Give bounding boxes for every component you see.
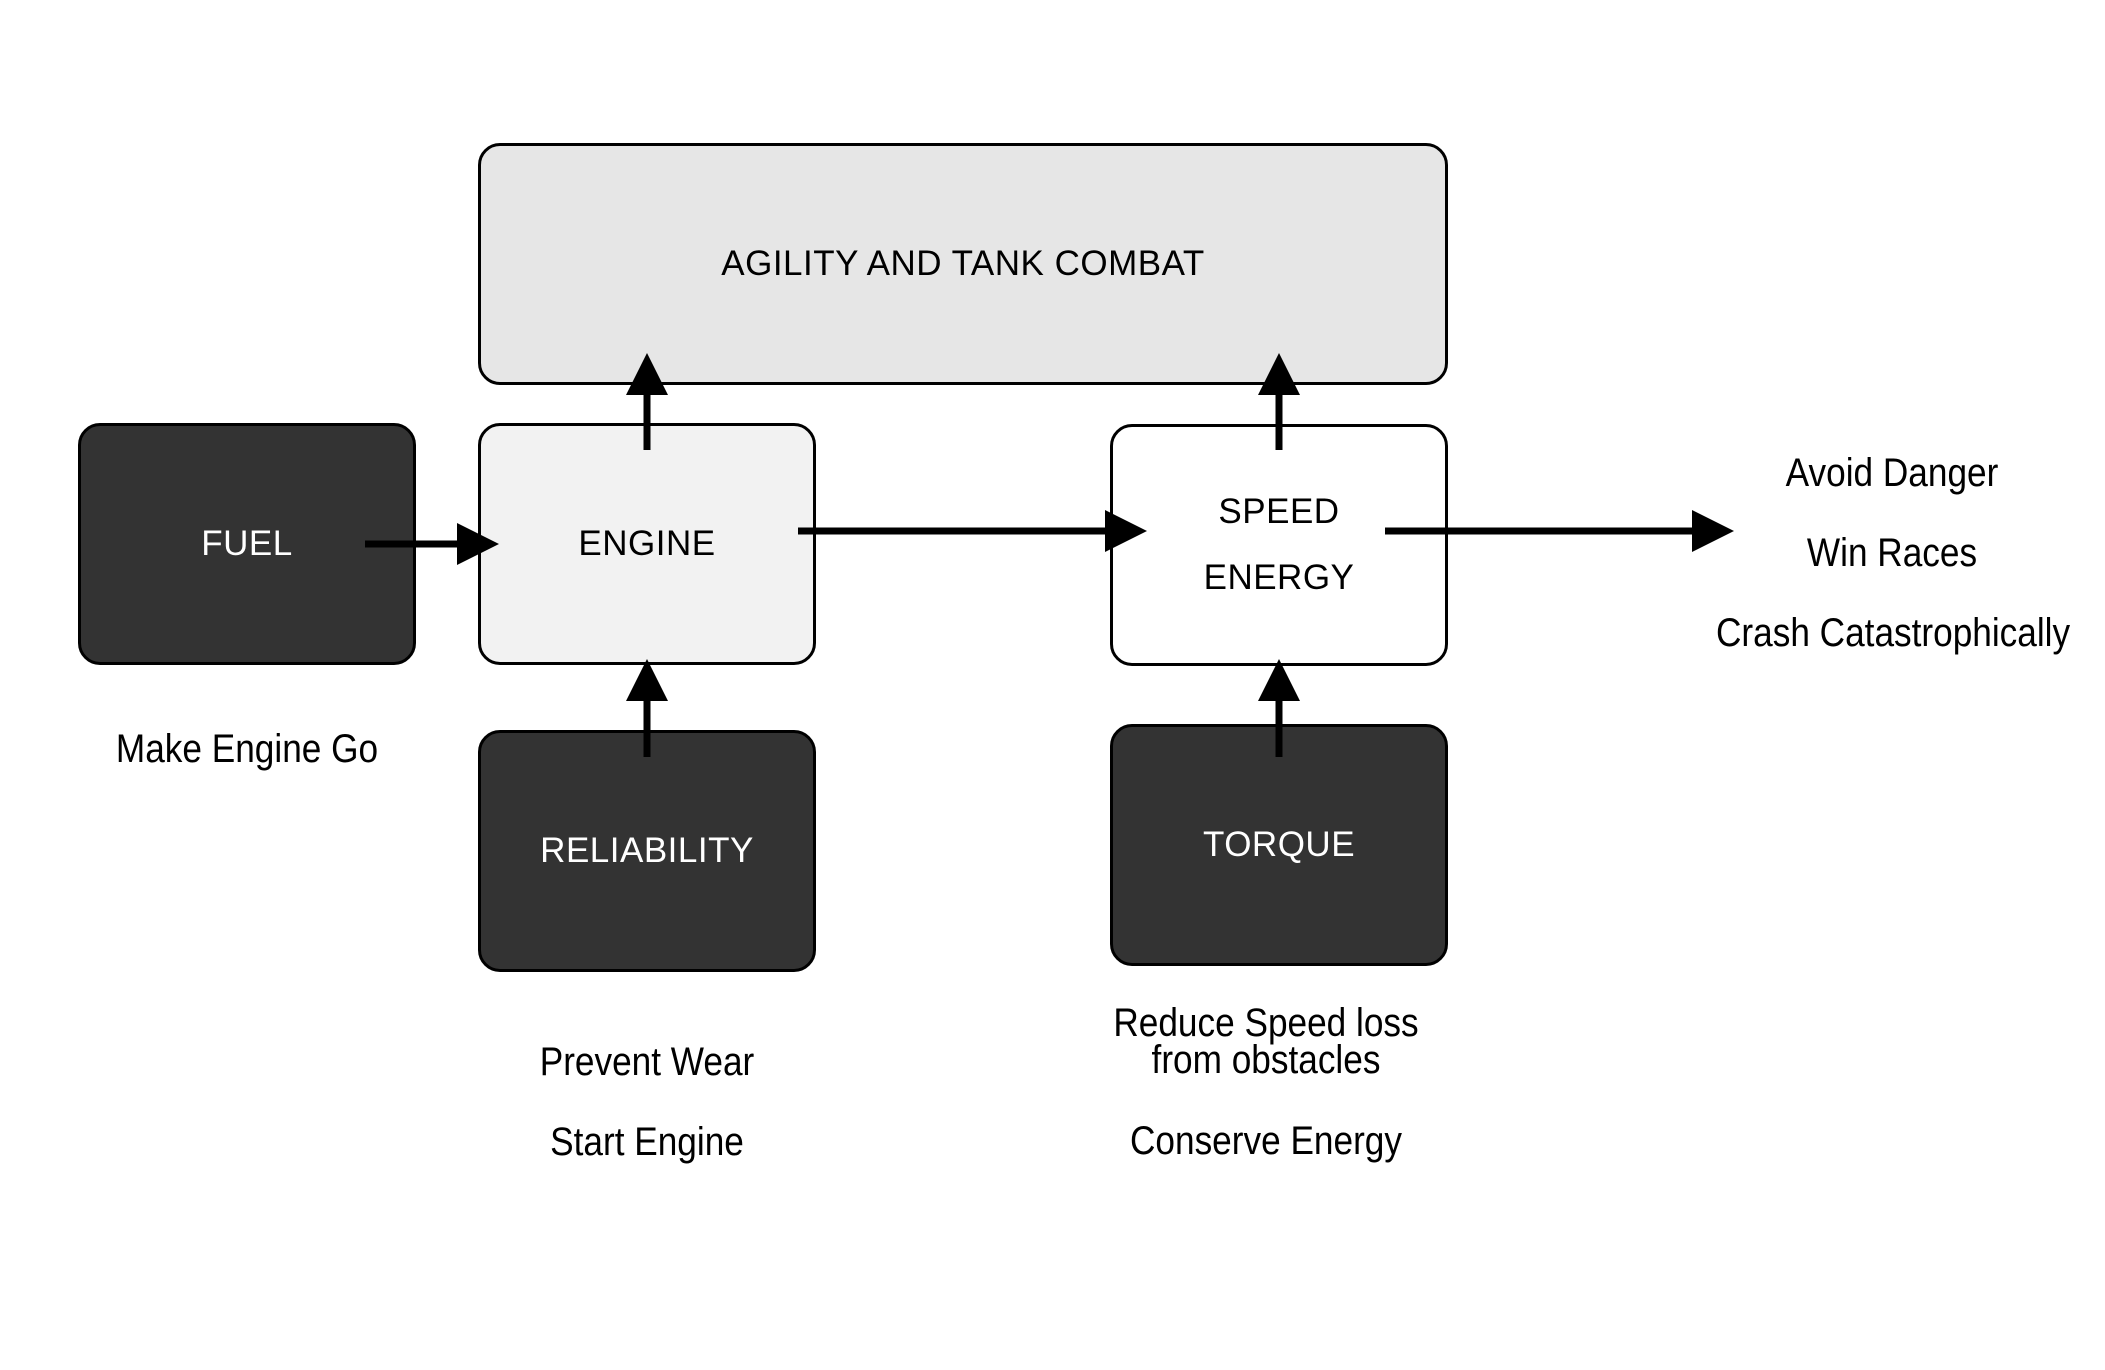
torque-note-line-1: Reduce Speed loss [1113, 1001, 1419, 1045]
agility-tank-combat-box: AGILITY AND TANK COMBAT [478, 143, 1448, 385]
torque-note: Reduce Speed loss from obstacles Conserv… [1090, 1001, 1442, 1163]
fuel-box: FUEL [78, 423, 416, 665]
outcome-note-line-3: Crash Catastrophically [1716, 611, 2071, 655]
reliability-note-line-2: Start Engine [550, 1120, 744, 1164]
outcome-note-line-2: Win Races [1806, 531, 1978, 575]
torque-label: TORQUE [1202, 825, 1356, 864]
reliability-note: Prevent Wear Start Engine [506, 1022, 788, 1182]
fuel-note: Make Engine Go [106, 727, 388, 772]
outcome-note-line-1: Avoid Danger [1785, 451, 1999, 495]
speed-energy-box: SPEED ENERGY [1110, 424, 1448, 666]
torque-box: TORQUE [1110, 724, 1448, 966]
reliability-label: RELIABILITY [540, 831, 754, 870]
torque-note-line-3: Conserve Energy [1130, 1119, 1402, 1163]
agility-tank-combat-label: AGILITY AND TANK COMBAT [721, 244, 1205, 283]
outcome-note: Avoid Danger Win Races Crash Catastrophi… [1716, 433, 2071, 673]
reliability-box: RELIABILITY [478, 730, 816, 972]
engine-box: ENGINE [478, 423, 816, 665]
speed-label: SPEED [1218, 492, 1340, 531]
energy-label: ENERGY [1203, 558, 1355, 597]
fuel-label: FUEL [201, 524, 293, 563]
reliability-note-line-1: Prevent Wear [539, 1040, 755, 1084]
torque-note-line-2: from obstacles [1151, 1038, 1381, 1082]
engine-label: ENGINE [578, 524, 716, 563]
fuel-note-line: Make Engine Go [115, 727, 379, 771]
